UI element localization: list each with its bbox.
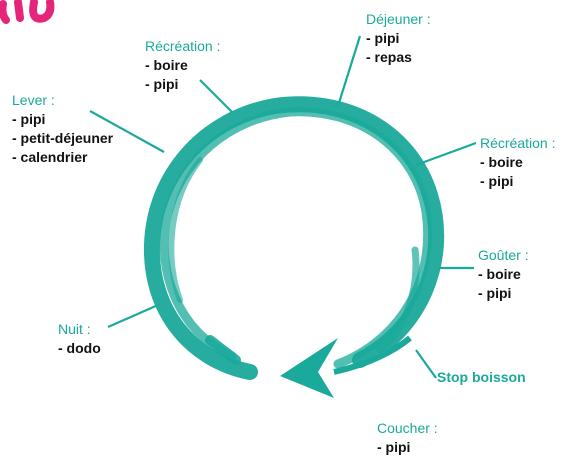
stage-item: - boire bbox=[480, 154, 523, 170]
stage-title: Déjeuner : bbox=[366, 11, 431, 27]
stage-title: Coucher : bbox=[377, 420, 438, 436]
stage-title: Goûter : bbox=[478, 247, 529, 263]
logo-fragment bbox=[0, 0, 55, 24]
stage-coucher: Coucher : - pipi bbox=[377, 419, 438, 457]
stage-item: - pipi bbox=[377, 439, 411, 455]
stage-nuit: Nuit : - dodo bbox=[58, 320, 101, 358]
stage-item: - boire bbox=[478, 266, 521, 282]
connector-stop-boisson bbox=[415, 349, 437, 379]
connector-dejeuner bbox=[336, 35, 362, 107]
cycle-arrowhead bbox=[280, 338, 338, 398]
connector-recreation-afternoon bbox=[415, 141, 477, 167]
arrow-tail bbox=[333, 335, 412, 375]
stage-stop-boisson: Stop boisson bbox=[437, 369, 526, 385]
stage-dejeuner: Déjeuner : - pipi - repas bbox=[366, 10, 431, 67]
stage-item: - boire bbox=[145, 57, 188, 73]
stage-item: - calendrier bbox=[12, 149, 88, 165]
stage-title: Récréation : bbox=[145, 38, 221, 54]
stage-title: Nuit : bbox=[58, 321, 91, 337]
stage-item: - pipi bbox=[145, 76, 179, 92]
connector-nuit bbox=[107, 303, 159, 329]
stage-item: - pipi bbox=[12, 111, 46, 127]
connector-lines bbox=[89, 35, 477, 379]
stage-item: - pipi bbox=[480, 173, 514, 189]
stage-item: - petit-déjeuner bbox=[12, 130, 114, 146]
cycle-ring bbox=[143, 96, 445, 380]
stage-recreation-morning: Récréation : - boire - pipi bbox=[145, 37, 220, 94]
stage-item: - repas bbox=[366, 49, 412, 65]
stage-item: - pipi bbox=[478, 285, 512, 301]
stage-title: Lever : bbox=[12, 92, 55, 108]
stage-item: - dodo bbox=[58, 340, 101, 356]
stage-title: Récréation : bbox=[480, 135, 556, 151]
stage-lever: Lever : - pipi - petit-déjeuner - calend… bbox=[12, 91, 113, 167]
stage-item: - pipi bbox=[366, 30, 400, 46]
stage-gouter: Goûter : - boire - pipi bbox=[478, 246, 529, 303]
stage-recreation-afternoon: Récréation : - boire - pipi bbox=[480, 134, 555, 191]
connector-lever bbox=[89, 110, 165, 153]
connector-recreation-morning bbox=[199, 79, 233, 113]
